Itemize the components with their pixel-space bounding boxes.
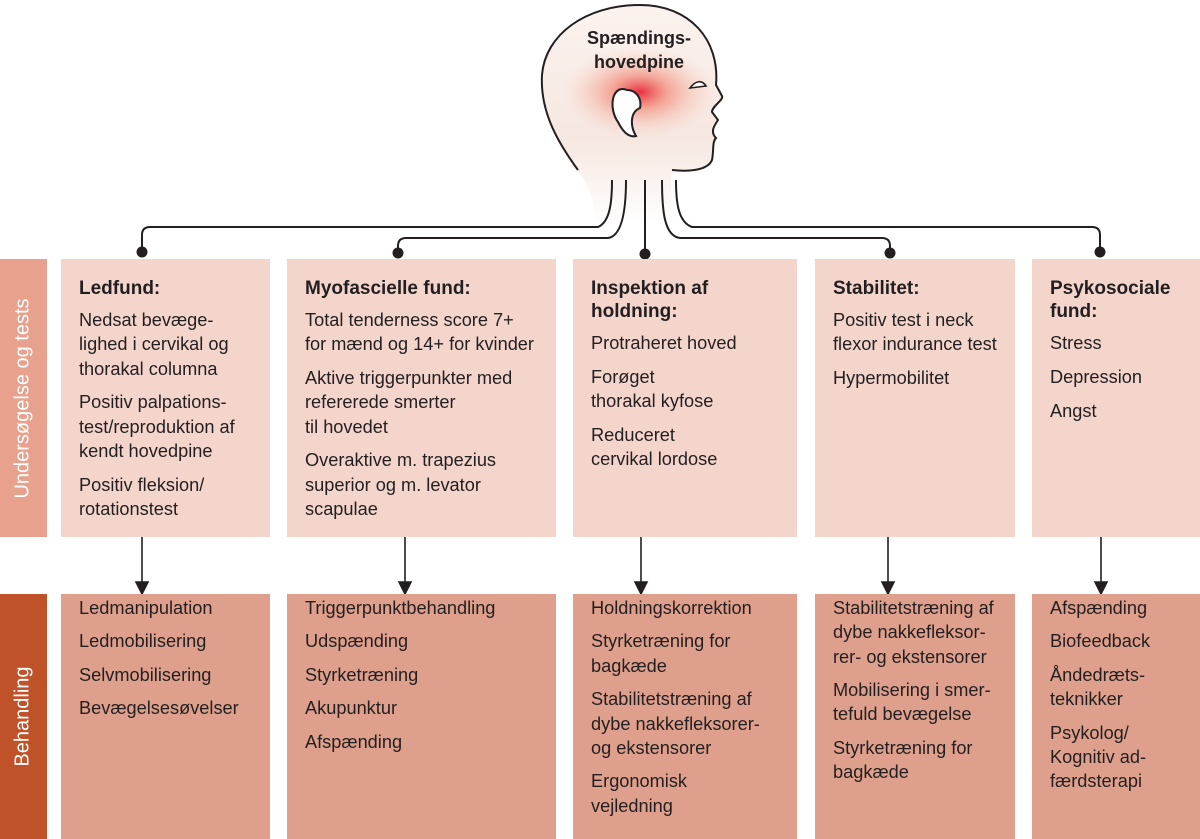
column-title: Stabilitet: — [833, 278, 920, 299]
treatment-item: Psykolog/ Kognitiv ad- færdsterapi — [1050, 722, 1147, 792]
treatment-item: Bevægelsesøvelser — [79, 698, 239, 719]
treatment-box-myofascielle: Triggerpunktbehandling Udspænding Styrke… — [287, 594, 556, 839]
treatment-item: Styrketræning — [305, 664, 419, 685]
test-item: Depression — [1050, 366, 1142, 387]
pain-area — [562, 46, 718, 138]
row-label-treatment: Behandling — [0, 594, 47, 839]
ear-icon — [611, 88, 642, 138]
test-item: Overaktive m. trapezius superior og m. l… — [305, 450, 497, 520]
head-title: Spændings- hovedpine — [587, 28, 691, 72]
connector-lines — [141, 179, 1101, 252]
column-title: Psykosociale fund: — [1050, 278, 1171, 322]
tests-box-stabilitet: Stabilitet: Positiv test i neck flexor i… — [815, 259, 1015, 537]
column-title: Ledfund: — [79, 278, 161, 299]
treatment-item: Stabilitetstræning af dybe nakkefleksore… — [591, 689, 760, 758]
test-item: Protraheret hoved — [591, 333, 737, 353]
treatment-item: Styrketræning for bagkæde — [833, 737, 973, 783]
eye-icon — [688, 80, 708, 90]
test-item: Positiv test i neck flexor indurance tes… — [833, 310, 997, 355]
column-title: Inspektion af holdning: — [591, 278, 709, 322]
tests-box-ledfund: Ledfund: Nedsat bevæge- lighed i cervika… — [61, 259, 270, 537]
test-item: Stress — [1050, 333, 1102, 353]
test-item: Hypermobilitet — [833, 368, 950, 389]
treatment-item: Ergonomisk vejledning — [591, 771, 688, 816]
treatment-item: Ledmobilisering — [79, 631, 207, 652]
treatment-item: Akupunktur — [305, 698, 398, 719]
head-illustration — [540, 3, 724, 225]
treatment-item: Afspænding — [305, 731, 403, 752]
treatment-item: Styrketræning for bagkæde — [591, 631, 731, 676]
row-label-treatment-text: Behandling — [12, 666, 34, 767]
treatment-item: Stabilitetstræning af dybe nakkefleksor-… — [833, 598, 994, 667]
test-item: Total tenderness score 7+ for mænd og 14… — [305, 310, 534, 355]
test-item: Positiv fleksion/ rotationstest — [79, 474, 205, 520]
row-label-tests: Undersøgelse og tests — [0, 259, 47, 537]
treatment-box-ledfund: Ledmanipulation Ledmobilisering Selvmobi… — [61, 594, 270, 839]
treatment-arrows — [134, 520, 1109, 596]
test-item: Reduceret cervikal lordose — [591, 424, 718, 470]
treatment-item: Udspænding — [305, 631, 409, 652]
treatment-item: Triggerpunktbehandling — [305, 598, 496, 618]
test-item: Positiv palpations- test/reproduktion af… — [79, 392, 235, 461]
test-item: Angst — [1050, 400, 1097, 421]
tests-box-psykosociale: Psykosociale fund: Stress Depression Ang… — [1032, 259, 1200, 537]
treatment-item: Selvmobilisering — [79, 664, 212, 685]
test-item: Forøget thorakal kyfose — [591, 366, 714, 412]
treatment-item: Ledmanipulation — [79, 598, 213, 618]
test-item: Aktive triggerpunkter med refererede sme… — [305, 368, 513, 437]
treatment-item: Mobilisering i smer- tefuld bevægelse — [833, 680, 991, 725]
column-title: Myofascielle fund: — [305, 278, 471, 299]
treatment-item: Åndedræts- teknikker — [1050, 664, 1146, 710]
treatment-item: Afspænding — [1050, 598, 1148, 618]
treatment-box-psykosociale: Afspænding Biofeedback Åndedræts- teknik… — [1032, 594, 1200, 839]
tests-box-myofascielle: Myofascielle fund: Total tenderness scor… — [287, 259, 556, 537]
tests-box-holdning: Inspektion af holdning: Protraheret hove… — [573, 259, 797, 537]
treatment-box-holdning: Holdningskorrektion Styrketræning for ba… — [573, 594, 797, 839]
test-item: Nedsat bevæge- lighed i cervikal og thor… — [79, 310, 229, 379]
row-label-tests-text: Undersøgelse og tests — [12, 297, 35, 499]
treatment-item: Holdningskorrektion — [591, 598, 752, 618]
connector-dots — [136, 246, 1106, 260]
treatment-box-stabilitet: Stabilitetstræning af dybe nakkefleksor-… — [815, 594, 1015, 839]
treatment-item: Biofeedback — [1050, 631, 1151, 652]
